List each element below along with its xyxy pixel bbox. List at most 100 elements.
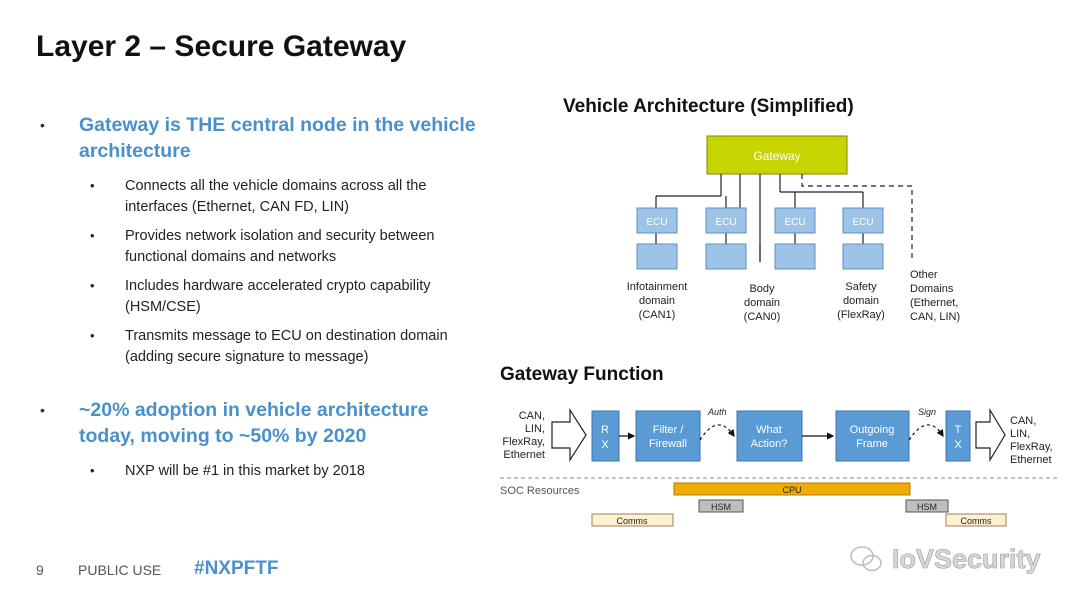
sub-bullet-text: Provides network isolation and security … xyxy=(125,228,435,265)
arch-connectors xyxy=(655,174,913,262)
sub-bullet-text: Includes hardware accelerated crypto cap… xyxy=(125,278,431,315)
ecu-body-2 xyxy=(774,207,816,234)
sub-bullet: • Includes hardware accelerated crypto c… xyxy=(40,276,480,317)
input-label: FlexRay, xyxy=(502,436,545,448)
cpu-bar xyxy=(673,482,911,496)
sub-bullet: • Connects all the vehicle domains acros… xyxy=(40,176,480,217)
domain-label: (Ethernet, xyxy=(910,297,958,309)
hsm-bar xyxy=(698,499,744,513)
bullet-list: • Gateway is THE central node in the veh… xyxy=(40,112,480,482)
hsm-label: HSM xyxy=(917,502,937,512)
filter-label: Firewall xyxy=(649,438,687,450)
node-box xyxy=(636,243,678,270)
bullet-dot: • xyxy=(40,117,45,133)
bullet-dot: • xyxy=(90,328,95,343)
gateway-box xyxy=(706,135,848,175)
domain-label: Other xyxy=(910,269,938,281)
sub-bullet-text: Transmits message to ECU on destination … xyxy=(125,328,448,365)
filter-label: Filter / xyxy=(653,424,685,436)
bullet-gateway-central: • Gateway is THE central node in the veh… xyxy=(40,112,480,164)
input-labels: CAN, LIN, FlexRay, Ethernet xyxy=(502,410,545,461)
action-label: Action? xyxy=(751,438,788,450)
comms-bar xyxy=(591,513,674,527)
domain-label: domain xyxy=(639,295,675,307)
tx-label: T xyxy=(955,424,962,436)
public-use-label: PUBLIC USE xyxy=(78,562,162,578)
sub-bullet: • NXP will be #1 in this market by 2018 xyxy=(40,461,480,482)
outgoing-box xyxy=(835,410,910,462)
domain-label: (CAN0) xyxy=(744,311,781,323)
soc-label: SOC Resources xyxy=(500,485,580,497)
node-box xyxy=(705,243,747,270)
rx-label: R xyxy=(601,424,609,436)
domain-label: Infotainment xyxy=(627,281,688,293)
sub-bullet-text: Connects all the vehicle domains across … xyxy=(125,178,427,215)
gwfunc-title: Gateway Function xyxy=(500,364,664,385)
watermark: IoVSecurity xyxy=(850,544,1041,574)
action-box xyxy=(736,410,803,462)
node-box xyxy=(842,243,884,270)
comms-bar xyxy=(945,513,1007,527)
slide-title: Layer 2 – Secure Gateway xyxy=(36,30,407,63)
vehicle-architecture-diagram: Gateway ECU ECU xyxy=(627,135,960,323)
node-box xyxy=(774,243,816,270)
sign-arrow-icon xyxy=(908,424,944,441)
input-arrow-icon xyxy=(551,407,587,463)
sub-bullet: • Transmits message to ECU on destinatio… xyxy=(40,326,480,367)
bullet-text: ~20% adoption in vehicle architecture to… xyxy=(79,399,429,447)
domain-label: domain xyxy=(744,297,780,309)
comms-label: Comms xyxy=(617,516,648,526)
rx-box xyxy=(591,410,620,462)
domain-label: Domains xyxy=(910,283,954,295)
sign-label: Sign xyxy=(918,407,936,417)
domain-labels: Infotainment domain (CAN1) Body domain (… xyxy=(627,281,885,323)
tx-box xyxy=(945,410,971,462)
input-label: Ethernet xyxy=(503,449,545,461)
gateway-label: Gateway xyxy=(753,149,800,163)
output-label: FlexRay, xyxy=(1010,441,1053,453)
arch-title: Vehicle Architecture (Simplified) xyxy=(563,96,854,117)
output-label: CAN, xyxy=(1010,415,1036,427)
sub-bullet: • Provides network isolation and securit… xyxy=(40,226,480,267)
auth-label: Auth xyxy=(707,407,727,417)
tx-label: X xyxy=(954,439,962,451)
bullet-dot: • xyxy=(90,463,95,478)
domain-label: (FlexRay) xyxy=(837,309,885,321)
ecu-boxes: ECU ECU ECU ECU xyxy=(636,207,884,234)
hsm-label: HSM xyxy=(711,502,731,512)
page-number: 9 xyxy=(36,562,44,578)
bullet-adoption: • ~20% adoption in vehicle architecture … xyxy=(40,397,480,449)
domain-label: domain xyxy=(843,295,879,307)
output-labels: CAN, LIN, FlexRay, Ethernet xyxy=(1010,415,1053,466)
domain-label: CAN, LIN) xyxy=(910,311,960,323)
gateway-function-diagram: CAN, LIN, FlexRay, Ethernet R X Filter /… xyxy=(500,407,1060,527)
other-domain-labels: Other Domains (Ethernet, CAN, LIN) xyxy=(910,269,960,323)
ecu-body-1 xyxy=(705,207,747,234)
bullet-dot: • xyxy=(90,278,95,293)
cpu-label: CPU xyxy=(782,485,801,495)
comms-label: Comms xyxy=(961,516,992,526)
domain-label: Safety xyxy=(845,281,877,293)
input-label: CAN, xyxy=(519,410,545,422)
bullet-dot: • xyxy=(90,228,95,243)
watermark-text: IoVSecurity xyxy=(892,544,1041,574)
output-label: LIN, xyxy=(1010,428,1030,440)
ecu-label: ECU xyxy=(715,217,736,228)
bullet-dot: • xyxy=(40,402,45,418)
bullet-dot: • xyxy=(90,178,95,193)
input-label: LIN, xyxy=(525,423,545,435)
ecu-label: ECU xyxy=(646,217,667,228)
ecu-label: ECU xyxy=(852,217,873,228)
output-label: Ethernet xyxy=(1010,454,1052,466)
bullet-text: Gateway is THE central node in the vehic… xyxy=(79,114,476,162)
action-label: What xyxy=(756,424,782,436)
ecu-safety xyxy=(842,207,884,234)
ecu-infotainment xyxy=(636,207,678,234)
wechat-icon xyxy=(850,546,882,572)
auth-arrow-icon xyxy=(699,424,735,441)
sub-bullet-text: NXP will be #1 in this market by 2018 xyxy=(125,463,365,479)
filter-box xyxy=(635,410,701,462)
hashtag: #NXPFTF xyxy=(194,558,279,579)
node-boxes xyxy=(636,243,884,270)
